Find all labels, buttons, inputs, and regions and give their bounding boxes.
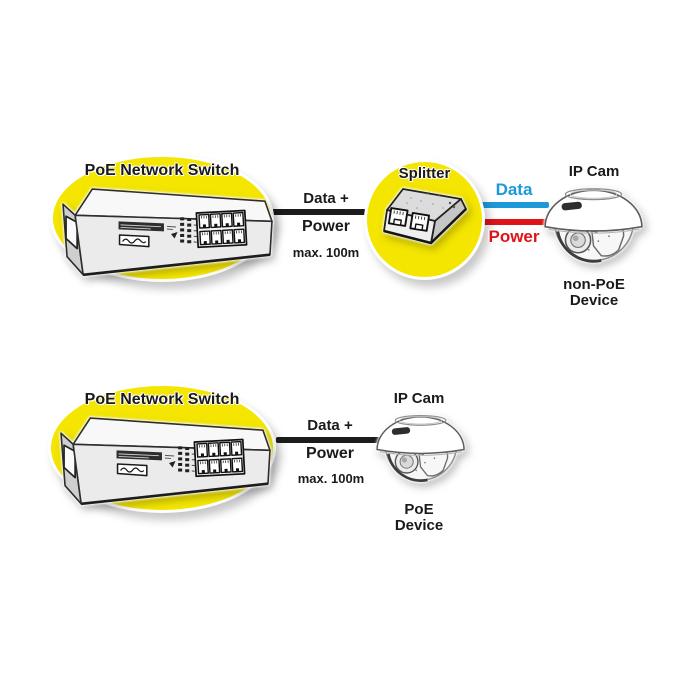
data-line-label: Data (495, 180, 533, 199)
device-type-label-bottom: PoE Device (370, 502, 468, 534)
poe-splitter-icon (377, 186, 472, 248)
dome-camera-icon-top (543, 186, 645, 275)
ethernet-cable-top (266, 209, 366, 215)
cable-distance-label-top: max. 100m (292, 245, 360, 260)
cable-power-label-bottom: Power (305, 445, 354, 462)
poe-switch-label-top: PoE Network Switch (84, 162, 240, 179)
network-switch-icon (62, 188, 274, 289)
device-type-line1: non-PoE (563, 276, 625, 293)
device-type-line1: PoE (404, 501, 434, 518)
dome-camera-icon-bottom (375, 413, 467, 493)
ip-cam-title-top: IP Cam (568, 163, 620, 180)
device-type-label-top: non-PoE Device (542, 277, 646, 309)
cable-data-label-top: Data + (303, 190, 349, 207)
cable-power-label-top: Power (301, 218, 350, 235)
cable-data-label-bottom: Data + (307, 417, 353, 434)
data-line (477, 202, 549, 208)
power-line-label: Power (488, 227, 540, 246)
device-type-line2: Device (569, 291, 619, 309)
network-switch-icon-bottom (60, 417, 272, 518)
ethernet-cable-bottom (276, 437, 380, 443)
splitter-label: Splitter (398, 165, 451, 182)
device-type-line2: Device (394, 516, 444, 534)
cable-distance-label-bottom: max. 100m (297, 471, 365, 486)
poe-switch-label-bottom: PoE Network Switch (84, 391, 240, 408)
ip-cam-title-bottom: IP Cam (393, 390, 445, 407)
power-line (477, 219, 549, 225)
